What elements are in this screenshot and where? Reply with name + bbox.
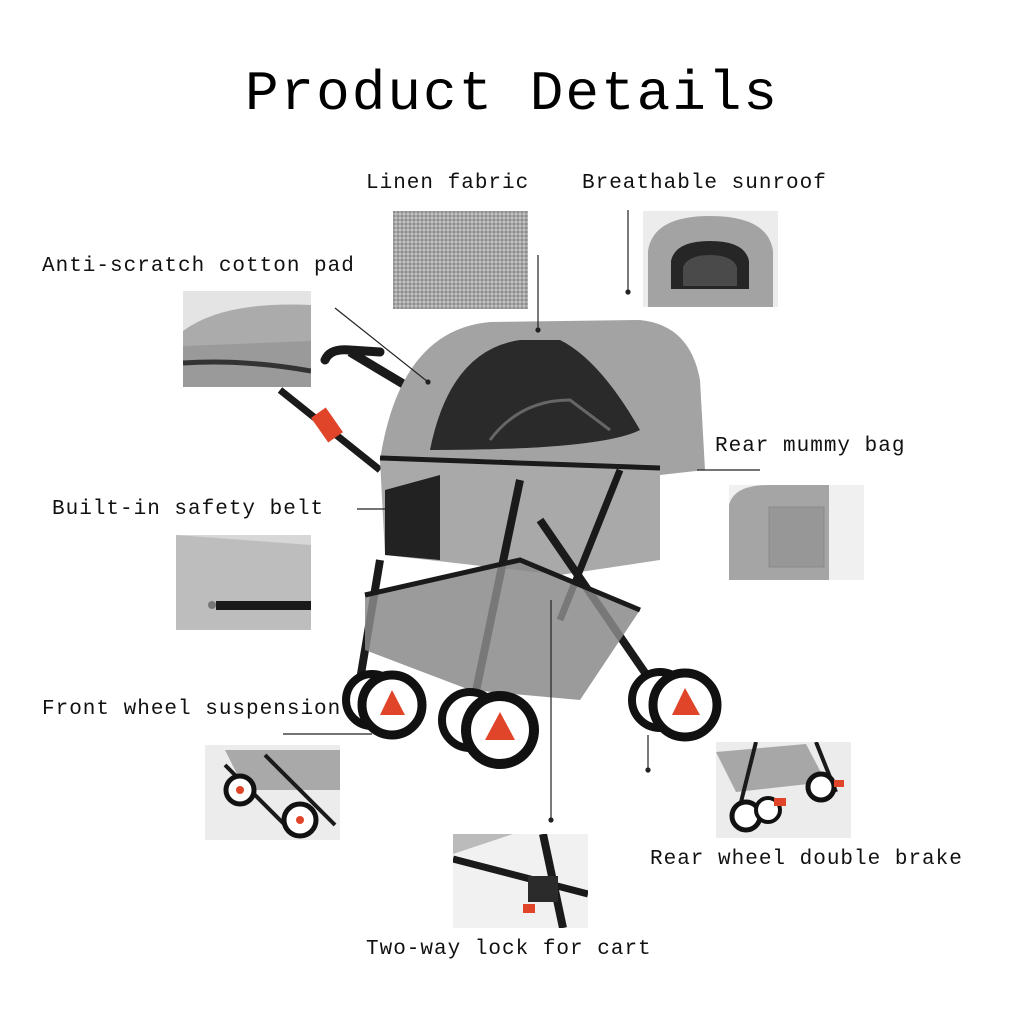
stroller-canopy-detail bbox=[488, 398, 611, 441]
stroller-basket bbox=[365, 560, 640, 700]
label-safety-belt: Built-in safety belt bbox=[52, 498, 325, 521]
label-rear-mummy-bag: Rear mummy bag bbox=[715, 435, 906, 458]
label-linen-fabric: Linen fabric bbox=[366, 172, 530, 195]
label-front-wheel-suspension: Front wheel suspension bbox=[42, 698, 342, 721]
safety-belt-thumbnail bbox=[176, 535, 311, 630]
front-suspension-thumbnail bbox=[205, 745, 340, 840]
label-anti-scratch-pad: Anti-scratch cotton pad bbox=[42, 255, 355, 278]
stroller-wheel-front-right bbox=[438, 688, 539, 769]
stroller-canopy-mesh bbox=[430, 340, 640, 450]
sunroof-thumbnail bbox=[643, 211, 778, 307]
stroller-body-rim bbox=[379, 455, 661, 471]
two-way-lock-thumbnail bbox=[453, 834, 588, 928]
label-breathable-sunroof: Breathable sunroof bbox=[582, 172, 827, 195]
stroller-side-window bbox=[385, 475, 440, 560]
label-rear-wheel-brake: Rear wheel double brake bbox=[650, 848, 963, 871]
rear-brake-thumbnail bbox=[716, 742, 851, 838]
stroller-wheel-front-left bbox=[342, 670, 427, 740]
cotton-pad-thumbnail bbox=[183, 291, 311, 387]
page-title: Product Details bbox=[244, 62, 780, 126]
stroller-basket-rim bbox=[364, 557, 641, 613]
label-two-way-lock: Two-way lock for cart bbox=[366, 938, 652, 961]
linen-fabric-thumbnail bbox=[393, 211, 528, 309]
stroller-wheel-rear bbox=[628, 668, 722, 742]
stroller-handle-accent bbox=[311, 407, 343, 443]
mummy-bag-thumbnail bbox=[729, 485, 864, 580]
